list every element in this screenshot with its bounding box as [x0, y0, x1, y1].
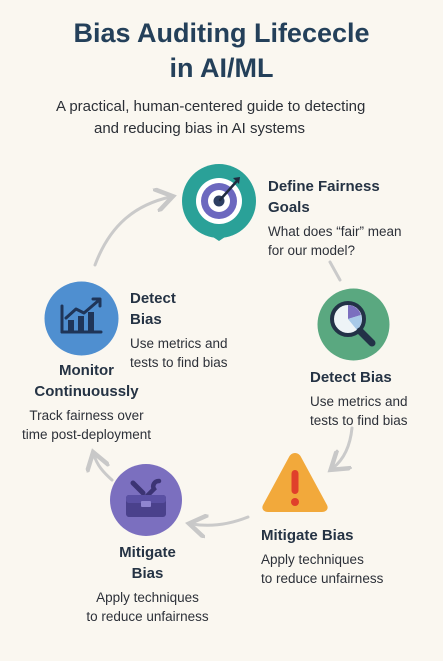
stage-title: Monitor Continuoussly: [34, 362, 139, 400]
stage-description: What does “fair” mean for our model?: [268, 224, 402, 258]
stage-description: Apply techniques to reduce unfairness: [261, 552, 384, 586]
magnifier-icon: [317, 288, 390, 361]
arrow-monitor-to-define: [93, 197, 170, 267]
stage-description: Use metrics and tests to find bias: [130, 336, 228, 370]
subtitle-line-1: A practical, human-centered guide to det…: [56, 98, 366, 115]
title-line-2: in AI/ML: [169, 53, 274, 83]
subtitle: A practical, human-centered guide to det…: [56, 96, 426, 140]
arrow-define-to-detect: [328, 260, 342, 282]
stage-description: Track fairness over time post-deployment: [21, 408, 152, 442]
stage-description: Use metrics and tests to find bias: [310, 394, 408, 428]
stage-title: Detect Bias: [130, 290, 176, 328]
stage-title: Detect Bias: [310, 369, 392, 386]
stage-define-fairness-goals: Define Fairness Goals What does “fair” m…: [268, 176, 438, 260]
stage-title: Define Fairness Goals: [268, 178, 380, 216]
subtitle-line-2: and reducing bias in AI systems: [94, 120, 305, 137]
stage-monitor-continuously: Monitor Continuoussly Track fairness ove…: [4, 360, 169, 444]
arrow-toolbox-to-monitor: [94, 455, 114, 482]
page-title: Bias Auditing Lifececle in AI/ML: [0, 16, 443, 86]
stage-description: Apply techniques to reduce unfairness: [86, 590, 209, 624]
stage-mitigate-bias-left: Mitigate Bias Apply techniques to reduce…: [60, 542, 235, 626]
stage-detect-bias-left: Detect Bias Use metrics and tests to fin…: [130, 288, 270, 372]
stage-detect-bias-right: Detect Bias Use metrics and tests to fin…: [300, 367, 440, 430]
chart-icon: [44, 281, 119, 356]
target-icon: [182, 164, 256, 241]
toolbox-icon: [110, 464, 182, 536]
stage-title: Mitigate Bias: [261, 527, 354, 544]
warning-icon: [262, 453, 328, 512]
stage-mitigate-bias-right: Mitigate Bias Apply techniques to reduce…: [261, 525, 439, 588]
stage-title: Mitigate Bias: [119, 544, 176, 582]
arrow-detect-to-mitigate: [333, 426, 354, 468]
arrow-mitigate-to-toolbox: [192, 517, 250, 525]
title-line-1: Bias Auditing Lifececle: [73, 18, 370, 48]
